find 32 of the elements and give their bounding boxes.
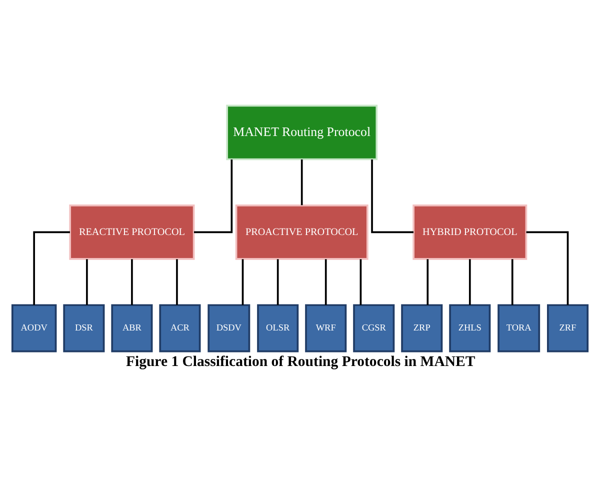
- node-box: ZHLS: [449, 304, 491, 352]
- node-box: HYBRID PROTOCOL: [412, 204, 528, 260]
- caption: Figure 1 Classification of Routing Protocols in MANET: [126, 353, 476, 370]
- connector: [176, 258, 178, 304]
- node-box: TORA: [498, 304, 540, 352]
- connector: [468, 258, 471, 304]
- node-box: ZRP: [401, 304, 443, 352]
- node-box: DSDV: [208, 304, 250, 352]
- node-box: ABR: [111, 304, 153, 352]
- connector: [360, 258, 362, 304]
- node-box: AODV: [11, 304, 57, 352]
- node-box: PROACTIVE PROTOCOL: [235, 204, 368, 260]
- connector: [511, 258, 514, 304]
- node-box: REACTIVE PROTOCOL: [69, 204, 195, 260]
- connector: [276, 258, 279, 304]
- node-box: ACR: [159, 304, 201, 352]
- connector: [324, 258, 327, 304]
- node-box: MANET Routing Protocol: [226, 104, 378, 160]
- connector: [371, 158, 414, 233]
- node-box: OLSR: [257, 304, 299, 352]
- connector: [33, 230, 70, 304]
- connector: [131, 258, 133, 304]
- connector: [194, 158, 233, 233]
- node-box: CGSR: [353, 304, 395, 352]
- connector: [242, 258, 244, 304]
- connector: [86, 258, 88, 304]
- connector: [426, 258, 429, 304]
- node-box: DSR: [63, 304, 105, 352]
- node-box: WRF: [305, 304, 347, 352]
- connector: [300, 158, 303, 205]
- node-box: ZRF: [547, 304, 589, 352]
- connector: [526, 230, 569, 304]
